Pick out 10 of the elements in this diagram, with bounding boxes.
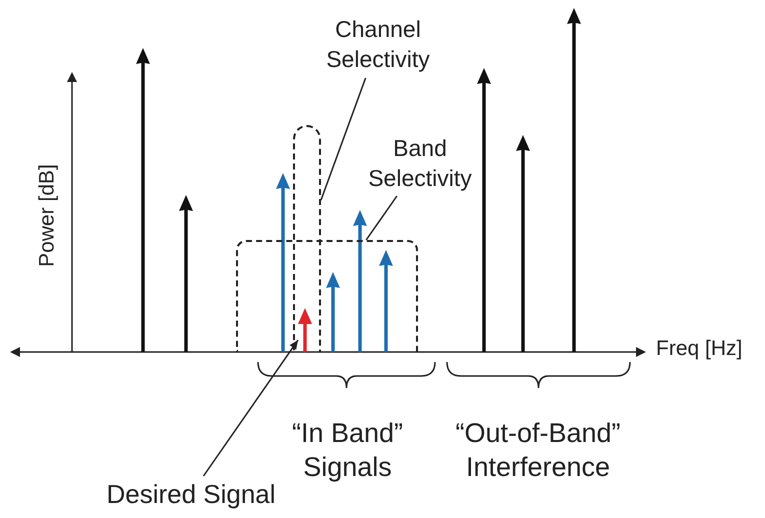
callout-text: Desired Signal [106,479,276,509]
callout-text: Channel Selectivity [325,15,431,74]
desired-signal-arrow [298,308,312,352]
leader-line [320,78,366,200]
axis-label: Power [dB] [36,163,58,269]
axis-label: Freq [Hz] [656,338,742,359]
group-label: “In Band” Signals [290,417,404,484]
group-label: “Out-of-Band” Interference [454,417,622,484]
callout-text: Band Selectivity [367,134,473,193]
leader-line [202,340,299,476]
